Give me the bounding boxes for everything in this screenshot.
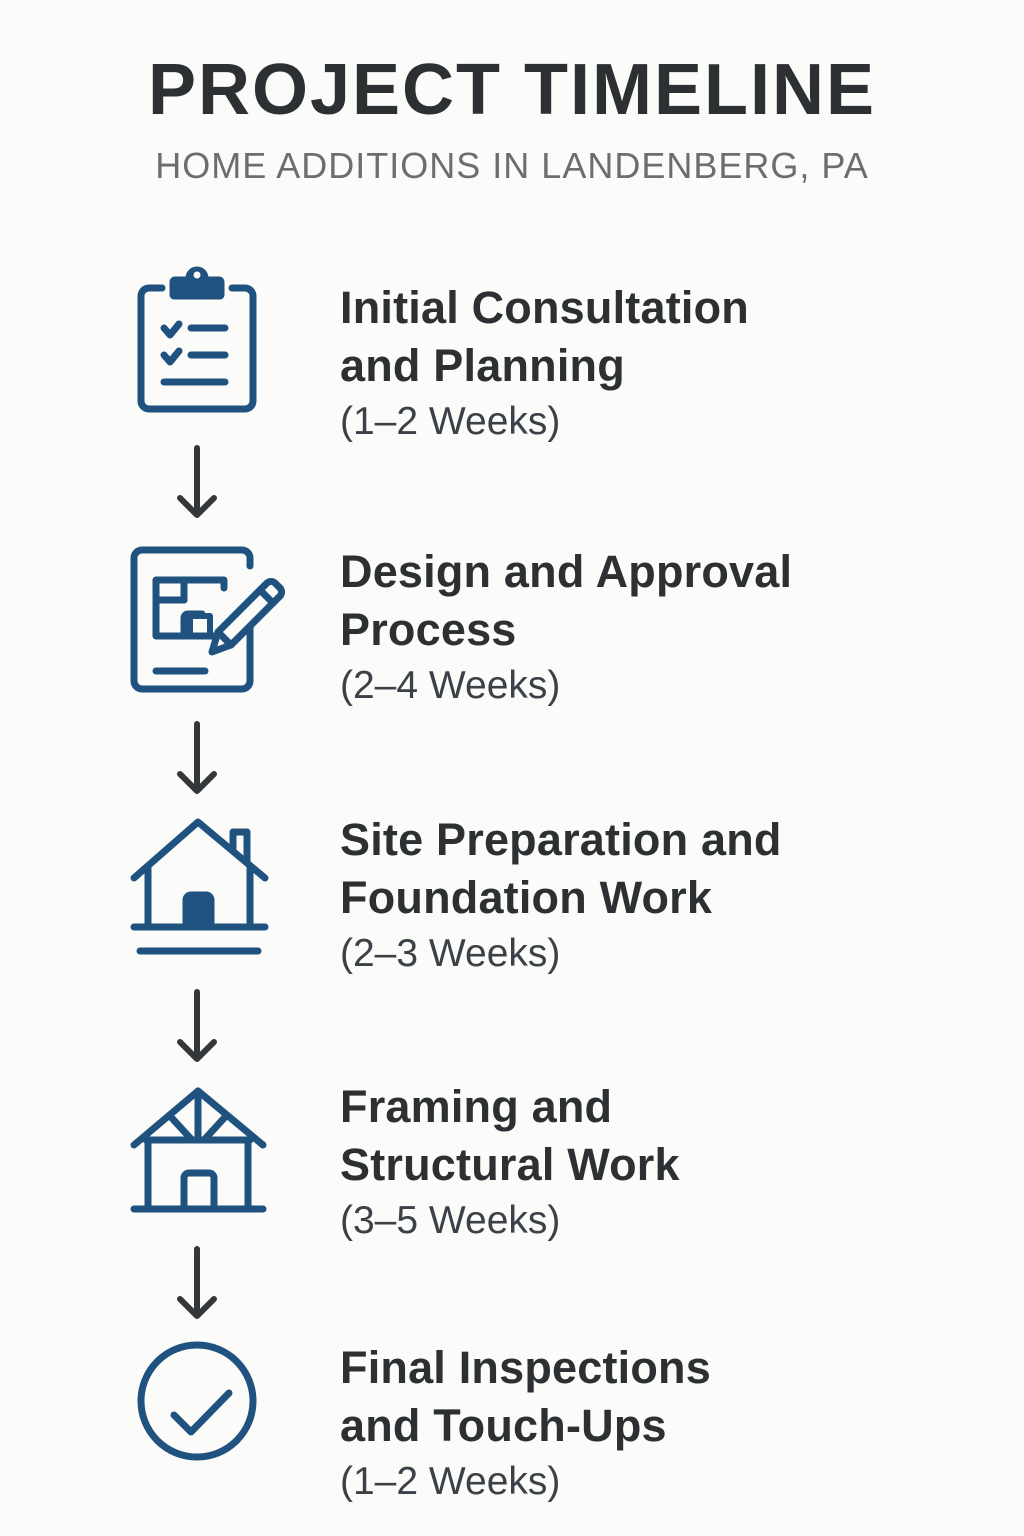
step-title: Framing and Structural Work bbox=[340, 1078, 940, 1194]
step-title: Initial Consultation and Planning bbox=[340, 279, 940, 395]
step-title-line: Site Preparation and bbox=[340, 814, 782, 865]
step-title-line: Foundation Work bbox=[340, 872, 713, 923]
house-foundation-icon bbox=[120, 808, 280, 968]
step-title-line: Initial Consultation bbox=[340, 282, 749, 333]
check-circle-icon bbox=[126, 1338, 270, 1468]
step-title-line: and Planning bbox=[340, 340, 625, 391]
step-title-line: Final Inspections bbox=[340, 1342, 711, 1393]
step-duration: (2–3 Weeks) bbox=[340, 932, 561, 975]
arrow-down-icon bbox=[172, 444, 222, 520]
step-duration: (2–4 Weeks) bbox=[340, 664, 561, 707]
page-subtitle: HOME ADDITIONS IN LANDENBERG, PA bbox=[155, 145, 869, 186]
step-duration: (1–2 Weeks) bbox=[340, 400, 561, 443]
step-title: Final Inspections and Touch-Ups bbox=[340, 1339, 940, 1455]
blueprint-pencil-icon bbox=[122, 536, 292, 706]
step-duration: (3–5 Weeks) bbox=[340, 1199, 561, 1242]
page-title: PROJECT TIMELINE bbox=[147, 50, 877, 130]
arrow-down-icon bbox=[172, 720, 222, 796]
arrow-down-icon bbox=[172, 988, 222, 1064]
step-title-line: Framing and bbox=[340, 1081, 613, 1132]
house-framing-icon bbox=[120, 1082, 280, 1222]
step-duration: (1–2 Weeks) bbox=[340, 1460, 561, 1503]
arrow-down-icon bbox=[172, 1245, 222, 1321]
step-title-line: Structural Work bbox=[340, 1139, 680, 1190]
step-title: Design and Approval Process bbox=[340, 543, 940, 659]
step-title-line: Design and Approval bbox=[340, 546, 793, 597]
clipboard-checklist-icon bbox=[117, 258, 277, 418]
step-title-line: Process bbox=[340, 604, 517, 655]
step-title: Site Preparation and Foundation Work bbox=[340, 811, 940, 927]
step-title-line: and Touch-Ups bbox=[340, 1400, 667, 1451]
